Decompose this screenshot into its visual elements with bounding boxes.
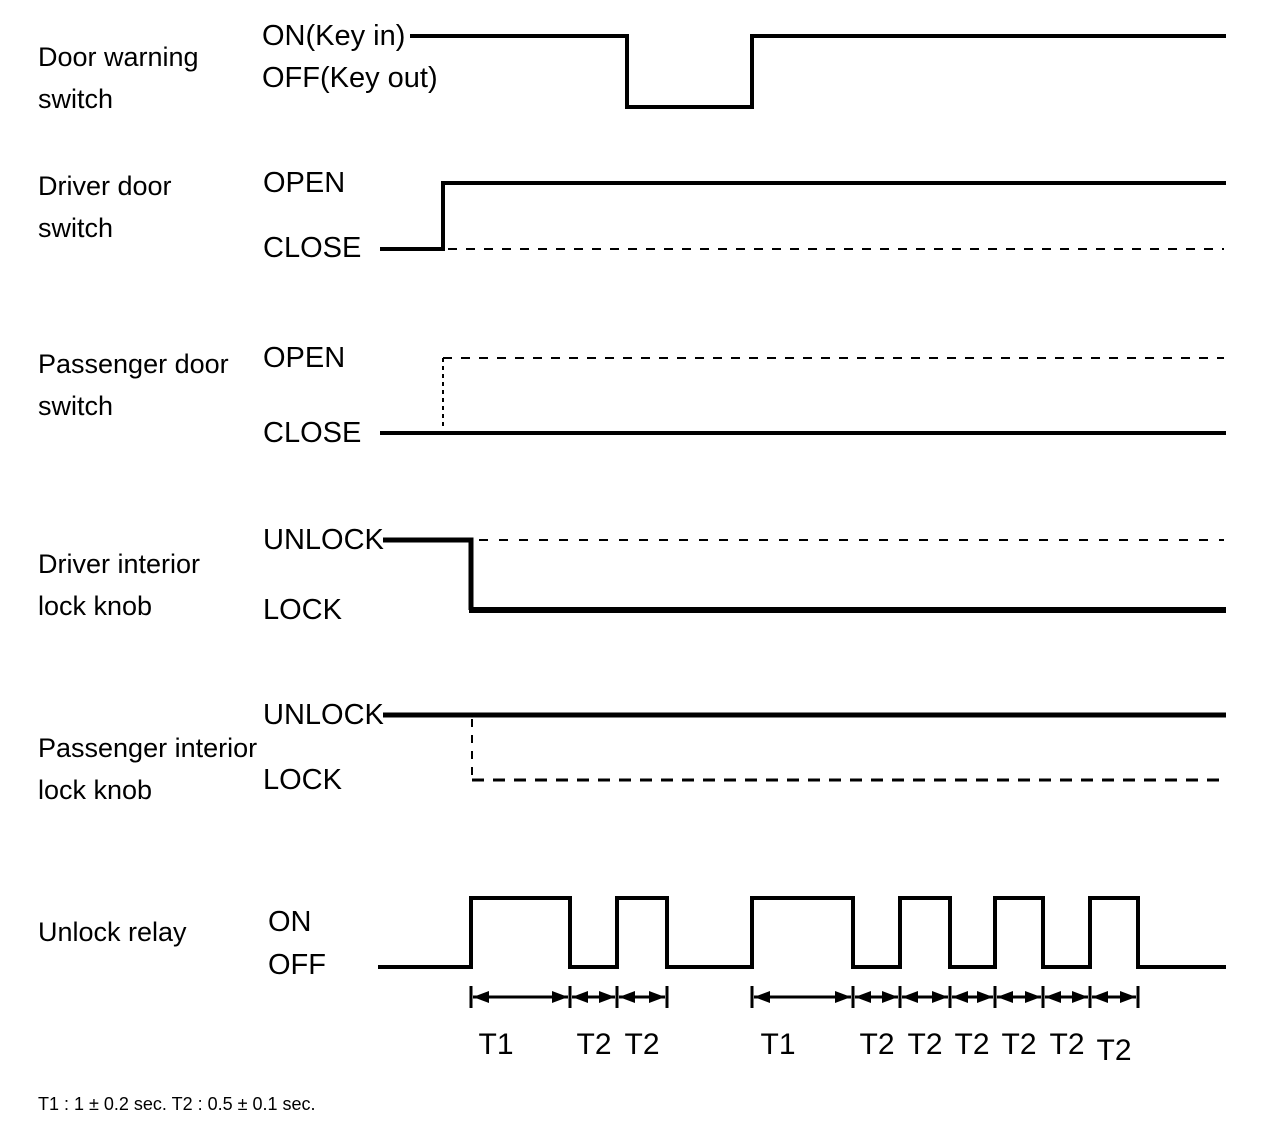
arrowhead-left-icon	[997, 991, 1013, 1003]
signal-label-line: lock knob	[38, 775, 153, 805]
arrowhead-left-icon	[754, 991, 770, 1003]
driver-knob-lock-label: LOCK	[263, 594, 342, 626]
timing-label-t2: T2	[954, 1028, 990, 1061]
timing-label-t2: T2	[1001, 1028, 1037, 1061]
driver-door-open-label: OPEN	[263, 167, 346, 199]
timing-label-t2: T2	[1096, 1034, 1132, 1067]
arrowhead-left-icon	[619, 991, 635, 1003]
door-warning-off-label: OFF(Key out)	[262, 62, 438, 94]
signal-label-line: Driver interior	[38, 549, 201, 579]
signal-label-line: Passenger interior	[38, 733, 258, 763]
timing-note: T1 : 1 ± 0.2 sec. T2 : 0.5 ± 0.1 sec.	[38, 1094, 316, 1114]
unlock-relay-on-label: ON	[268, 906, 312, 938]
timing-label-t2: T2	[1049, 1028, 1085, 1061]
signal-label-line: switch	[38, 391, 114, 421]
signal-label-line: switch	[38, 213, 114, 243]
arrowhead-right-icon	[977, 991, 993, 1003]
arrowhead-right-icon	[835, 991, 851, 1003]
signal-label-line: lock knob	[38, 591, 153, 621]
signal-label-line: Unlock relay	[38, 917, 187, 947]
signal-label-unlock-relay: Unlock relay	[38, 911, 187, 953]
driver-interior-lock-knob-solid-line	[383, 537, 474, 610]
signal-label-line: Passenger door	[38, 349, 229, 379]
signal-label-line: Driver door	[38, 171, 172, 201]
arrowhead-left-icon	[572, 991, 588, 1003]
arrowhead-left-icon	[902, 991, 918, 1003]
timing-label-t2: T2	[576, 1028, 612, 1061]
signal-label-line: Door warning	[38, 42, 199, 72]
arrowhead-right-icon	[649, 991, 665, 1003]
timing-label-t1: T1	[760, 1028, 796, 1061]
driver-door-close-label: CLOSE	[263, 232, 362, 264]
signal-label-driver-interior-lock-knob: Driver interior lock knob	[38, 543, 200, 627]
driver-door-switch-solid-line	[380, 181, 1226, 251]
arrowhead-left-icon	[1045, 991, 1061, 1003]
arrowhead-left-icon	[1092, 991, 1108, 1003]
arrowhead-right-icon	[1120, 991, 1136, 1003]
arrowhead-right-icon	[599, 991, 615, 1003]
arrowhead-left-icon	[952, 991, 968, 1003]
door-warning-switch-solid-line	[410, 34, 1226, 109]
passenger-door-open-label: OPEN	[263, 342, 346, 374]
arrowhead-right-icon	[552, 991, 568, 1003]
timing-label-t2: T2	[624, 1028, 660, 1061]
arrowhead-right-icon	[1025, 991, 1041, 1003]
signal-label-line: switch	[38, 84, 114, 114]
arrowhead-left-icon	[855, 991, 871, 1003]
arrowhead-left-icon	[473, 991, 489, 1003]
timing-label-t1: T1	[478, 1028, 514, 1061]
arrowhead-right-icon	[932, 991, 948, 1003]
passenger-knob-lock-label: LOCK	[263, 764, 342, 796]
unlock-relay-solid-line	[378, 896, 1226, 969]
arrowhead-right-icon	[1072, 991, 1088, 1003]
signal-label-driver-door-switch: Driver door switch	[38, 165, 172, 249]
timing-label-t2: T2	[859, 1028, 895, 1061]
door-warning-on-label: ON(Key in)	[262, 20, 406, 52]
signal-label-door-warning-switch: Door warning switch	[38, 36, 199, 120]
timing-label-t2: T2	[907, 1028, 943, 1061]
passenger-door-close-label: CLOSE	[263, 417, 362, 449]
driver-knob-unlock-label: UNLOCK	[263, 524, 384, 556]
signal-label-passenger-interior-lock-knob: Passenger interior lock knob	[38, 727, 257, 811]
arrowhead-right-icon	[882, 991, 898, 1003]
unlock-relay-off-label: OFF	[268, 949, 326, 981]
signal-label-passenger-door-switch: Passenger door switch	[38, 343, 229, 427]
passenger-knob-unlock-label: UNLOCK	[263, 699, 384, 731]
